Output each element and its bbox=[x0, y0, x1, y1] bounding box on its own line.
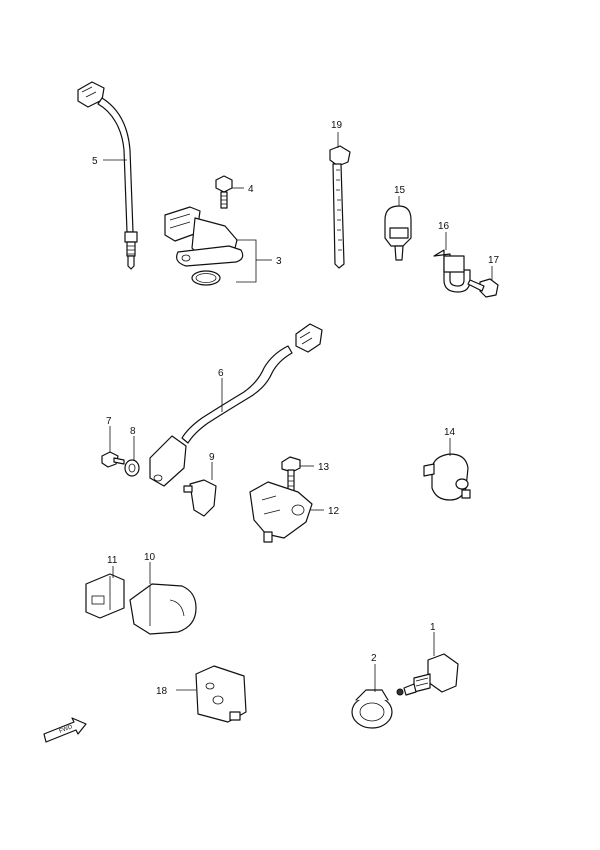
callout-1: 1 bbox=[430, 622, 436, 633]
callout-15: 15 bbox=[394, 185, 406, 196]
part-4-bolt bbox=[215, 175, 233, 209]
part-2-bushing bbox=[351, 689, 393, 729]
part-13-bolt bbox=[281, 456, 301, 493]
part-10-cover bbox=[129, 583, 197, 635]
callout-7: 7 bbox=[106, 416, 112, 427]
callout-16: 16 bbox=[438, 221, 450, 232]
part-6-sensor-harness bbox=[149, 323, 323, 487]
part-9-sensor-tip bbox=[183, 479, 217, 517]
callout-12: 12 bbox=[328, 506, 340, 517]
callout-14: 14 bbox=[444, 427, 456, 438]
part-1-temp-sensor bbox=[396, 653, 459, 696]
callout-2: 2 bbox=[371, 653, 377, 664]
callout-5: 5 bbox=[92, 156, 98, 167]
part-5-sensor-lead bbox=[77, 81, 138, 270]
part-12-bracket bbox=[249, 481, 313, 543]
fwd-arrow-icon: FWD bbox=[43, 717, 87, 743]
fwd-label: FWD bbox=[59, 724, 75, 735]
part-7-screw bbox=[101, 451, 125, 468]
bracket-3 bbox=[236, 239, 257, 283]
callout-6: 6 bbox=[218, 368, 224, 379]
part-18-grommet bbox=[195, 665, 247, 723]
part-15-clip bbox=[384, 205, 412, 261]
part-19-cable-tie bbox=[329, 145, 351, 269]
callout-3: 3 bbox=[276, 256, 282, 267]
part-17-bolt bbox=[467, 278, 499, 298]
callout-8: 8 bbox=[130, 426, 136, 437]
part-3-map-sensor bbox=[164, 206, 244, 286]
callout-9: 9 bbox=[209, 452, 215, 463]
callout-19: 19 bbox=[331, 120, 343, 131]
callout-10: 10 bbox=[144, 552, 156, 563]
callout-11: 11 bbox=[107, 555, 118, 566]
callout-13: 13 bbox=[318, 462, 330, 473]
callout-4: 4 bbox=[248, 184, 254, 195]
part-14-knock-sensor bbox=[423, 453, 471, 501]
part-16-clamp bbox=[433, 249, 471, 293]
part-11-clip bbox=[85, 573, 125, 619]
callout-17: 17 bbox=[488, 255, 500, 266]
part-8-washer bbox=[124, 459, 140, 477]
callout-18: 18 bbox=[156, 686, 168, 697]
